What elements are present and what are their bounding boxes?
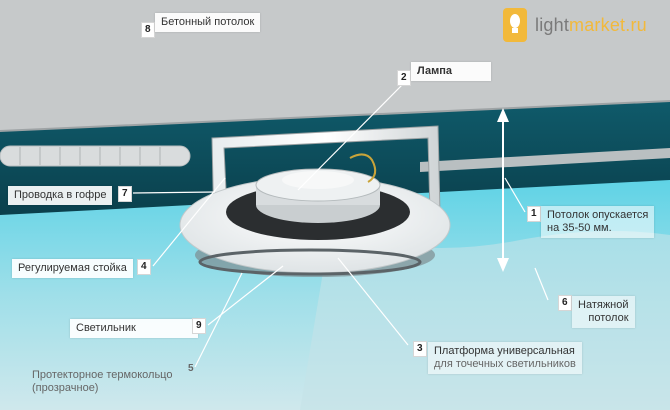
label-conduit-wiring: Проводка в гофре <box>8 186 113 205</box>
label-platform-line2: для точечных светильников <box>434 358 576 370</box>
ceiling-rail <box>420 148 670 172</box>
logo-text-market: market.ru <box>569 15 647 35</box>
callout-number-1: 1 <box>527 206 541 222</box>
logo-text-light: light <box>535 15 570 35</box>
thermal-ring <box>198 248 422 276</box>
callout-number-6: 6 <box>558 295 572 311</box>
lamp-wires <box>349 153 377 183</box>
callout-number-9: 9 <box>192 318 206 334</box>
callout-number-4: 4 <box>137 259 151 275</box>
callout-number-2: 2 <box>397 70 411 86</box>
label-stretch-ceiling: Натяжной потолок <box>572 296 635 328</box>
label-stretch-ceiling-line1: Натяжной <box>578 299 629 311</box>
label-ceiling-drop-line1: Потолок опускается <box>547 209 649 221</box>
label-universal-platform: Платформа универсальная для точечных све… <box>428 342 582 374</box>
label-ceiling-drop: Потолок опускается на 35-50 мм. <box>541 206 655 238</box>
callout-number-5: 5 <box>188 363 194 374</box>
callout-number-3: 3 <box>413 341 427 357</box>
label-stretch-ceiling-line2: потолок <box>588 312 629 324</box>
label-platform-line1: Платформа универсальная <box>434 345 575 357</box>
label-ceiling-drop-line2: на 35-50 мм. <box>547 222 612 234</box>
label-luminaire: Светильник <box>70 319 198 338</box>
callout-number-8: 8 <box>141 22 155 38</box>
label-thermal-ring-line1: Протекторное термокольцо <box>32 369 173 381</box>
label-adjustable-stand: Регулируемая стойка <box>12 259 133 278</box>
label-thermal-ring: Протекторное термокольцо (прозрачное) <box>26 366 178 398</box>
lightmarket-logo: lightmarket.ru <box>503 8 665 42</box>
bulb-icon <box>503 8 527 42</box>
corrugated-conduit <box>0 145 191 167</box>
callout-number-7: 7 <box>118 186 132 202</box>
label-lamp: Лампа <box>411 62 491 81</box>
label-concrete-ceiling: Бетонный потолок <box>155 13 261 32</box>
label-thermal-ring-line2: (прозрачное) <box>32 382 99 394</box>
